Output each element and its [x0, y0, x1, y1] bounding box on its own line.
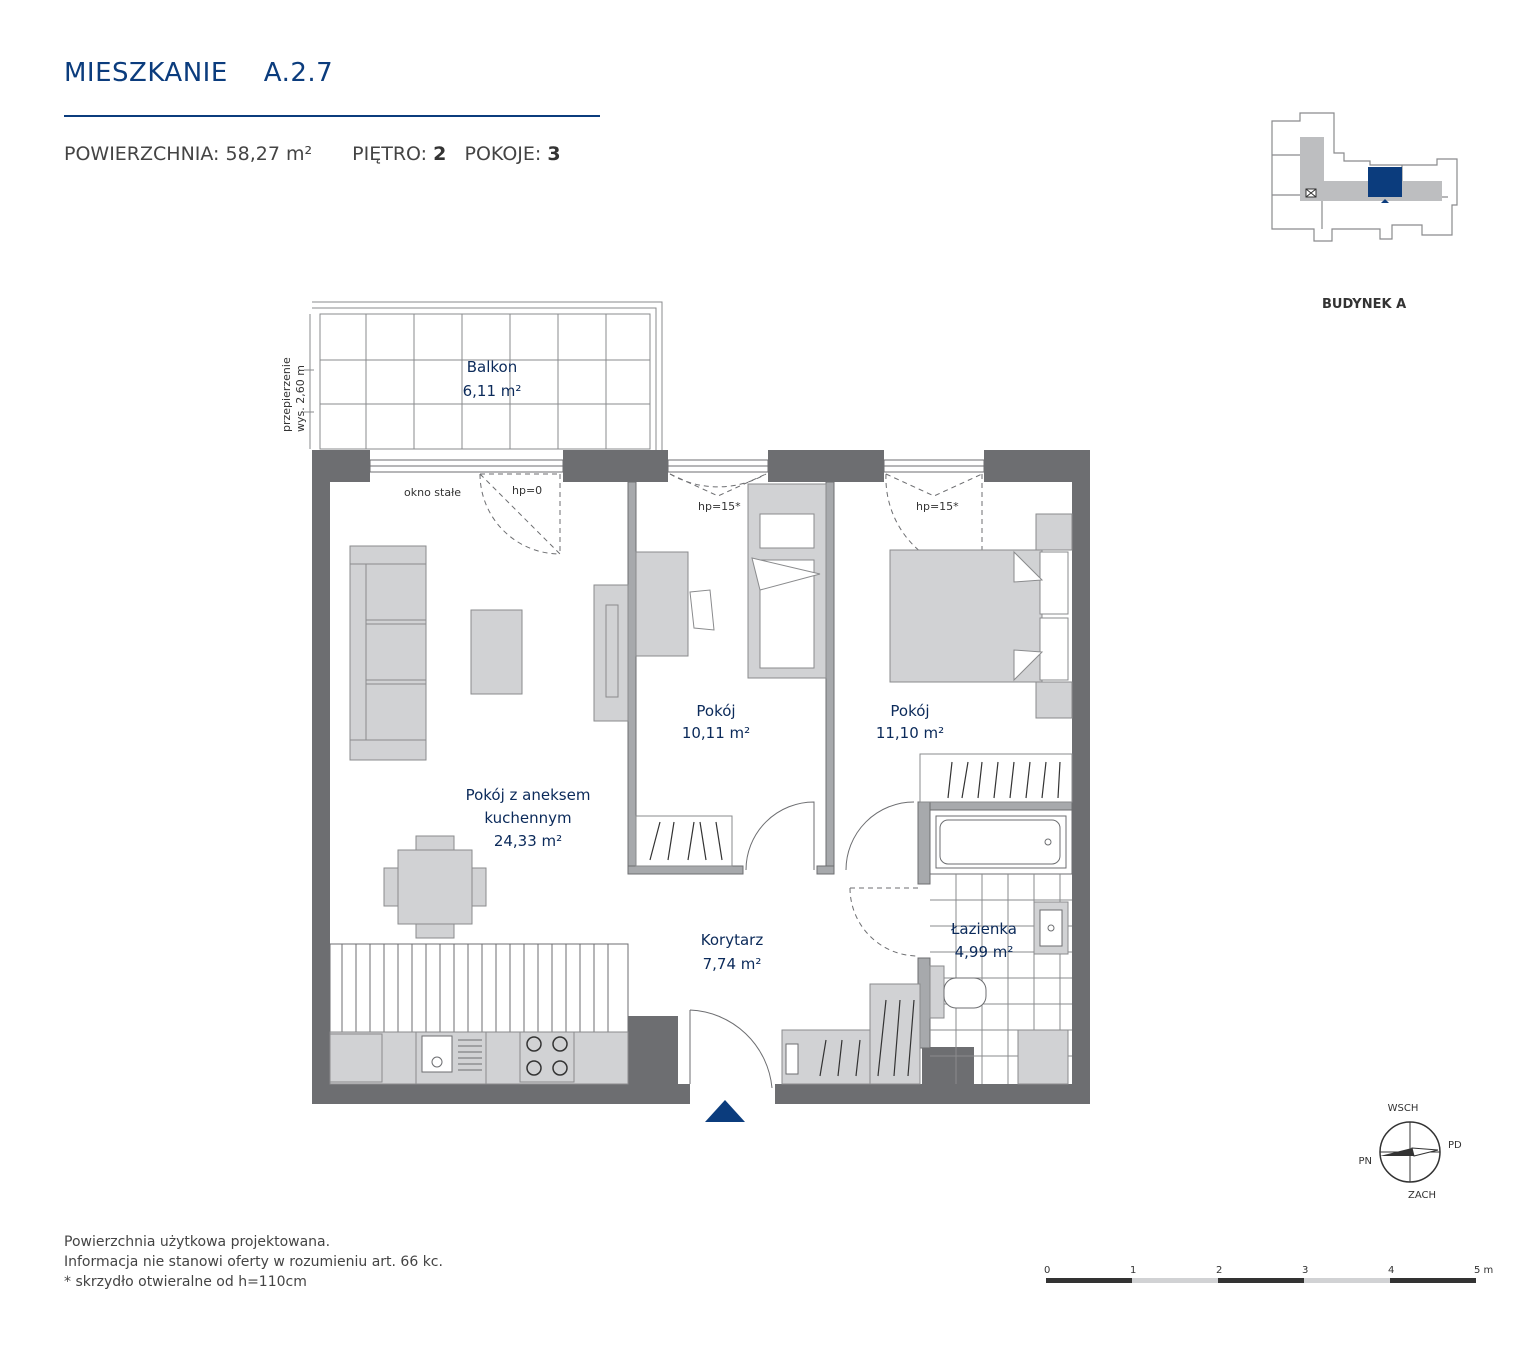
room1-name: Pokój [696, 702, 735, 720]
rooms-value: 3 [547, 143, 561, 165]
living-area: 24,33 m² [494, 832, 562, 850]
scale-tick: 2 [1216, 1265, 1222, 1276]
corridor-area: 7,74 m² [703, 955, 762, 973]
note-line: * skrzydło otwieralne od h=110cm [64, 1274, 307, 1290]
compass-south: PD [1448, 1140, 1462, 1151]
note-line: Informacja nie stanowi oferty w rozumien… [64, 1254, 443, 1270]
floor-label: PIĘTRO: [352, 143, 428, 165]
building-label: BUDYNEK A [1322, 297, 1407, 312]
room2-name: Pokój [890, 702, 929, 720]
balcony-area: 6,11 m² [463, 382, 522, 400]
compass-west: ZACH [1408, 1190, 1436, 1201]
entrance-arrow-icon [705, 1100, 745, 1122]
bathroom-name: Łazienka [950, 920, 1017, 938]
compass-icon [1379, 1121, 1441, 1183]
apartment-title: MIESZKANIE A.2.7 [64, 58, 333, 88]
living-name-1: Pokój z aneksem [466, 786, 591, 804]
area-value: 58,27 m² [225, 143, 313, 165]
scale-tick: 0 [1044, 1265, 1050, 1276]
scale-tick: 1 [1130, 1265, 1136, 1276]
partition-label-2: wys. 2,60 m [294, 365, 307, 432]
scale-tick: 5 m [1474, 1265, 1493, 1276]
room2-furniture [889, 513, 1073, 803]
room1-area: 10,11 m² [682, 724, 750, 742]
walls [312, 450, 1090, 1104]
hp-room1-label: hp=15* [698, 500, 741, 513]
apartment-summary: POWIERZCHNIA: 58,27 m² PIĘTRO: 2 POKOJE:… [64, 143, 561, 165]
scale-bar [1046, 1278, 1476, 1283]
living-name-2: kuchennym [484, 809, 571, 827]
hp-room2-label: hp=15* [916, 500, 959, 513]
building-key-plan [1271, 112, 1458, 242]
rooms-label: POKOJE: [464, 143, 542, 165]
bathroom-fixtures [781, 809, 1073, 1085]
room2-area: 11,10 m² [876, 724, 944, 742]
unit-location-marker [1368, 167, 1402, 197]
title-word: MIESZKANIE [64, 58, 228, 88]
balcony-name: Balkon [467, 358, 518, 376]
title-number: A.2.7 [263, 58, 334, 88]
bathroom-area: 4,99 m² [955, 943, 1014, 961]
compass-east: WSCH [1388, 1103, 1419, 1114]
note-line: Powierzchnia użytkowa projektowana. [64, 1234, 331, 1250]
kitchen-unit [329, 943, 629, 1085]
room1-furniture [635, 483, 827, 867]
corridor-name: Korytarz [701, 931, 764, 949]
balcony [304, 301, 663, 450]
hp-zero-label: hp=0 [512, 484, 542, 497]
scale-tick: 3 [1302, 1265, 1308, 1276]
scale-tick: 4 [1388, 1265, 1394, 1276]
partition-label-1: przepierzenie [280, 357, 293, 432]
compass-north: PN [1358, 1156, 1372, 1167]
scale-ticks: 0 1 2 3 4 5 m [1044, 1265, 1493, 1276]
fixed-window-label: okno stałe [404, 486, 461, 499]
area-label: POWIERZCHNIA: [64, 143, 220, 165]
floor-value: 2 [433, 143, 447, 165]
living-room-furniture [349, 545, 629, 939]
disclaimer-notes: Powierzchnia użytkowa projektowana. Info… [64, 1232, 443, 1292]
title-divider [64, 115, 600, 117]
